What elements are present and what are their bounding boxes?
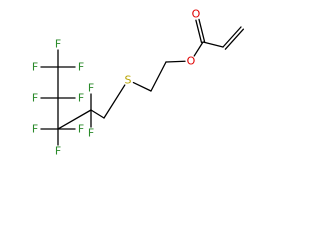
fluorine-label-c3-bottom: F bbox=[55, 145, 61, 158]
carbonyl-oxygen-label: O bbox=[192, 8, 201, 21]
bond-c8-o bbox=[165, 60, 186, 63]
bond-lines bbox=[40, 18, 245, 146]
bond-c4-c5 bbox=[90, 109, 105, 119]
fluorine-label-c3-right: F bbox=[78, 123, 84, 136]
bond-c10-c11 bbox=[202, 41, 224, 48]
bond-s-c7 bbox=[132, 81, 152, 92]
fluorine-label-c2-left: F bbox=[32, 92, 38, 105]
bond-c3-c4 bbox=[57, 109, 92, 130]
fluorine-label-c2-right: F bbox=[78, 92, 84, 105]
ester-oxygen-label: O bbox=[187, 55, 196, 68]
bond-c7-c8 bbox=[150, 61, 167, 92]
bond-c10-o-carbonyl-b bbox=[198, 18, 206, 43]
fluorine-label-c1-top: F bbox=[55, 38, 61, 51]
bond-c5-s bbox=[103, 84, 126, 119]
fluorine-label-c4-top: F bbox=[88, 82, 94, 95]
bond-c11-c12-a bbox=[222, 26, 242, 48]
fluorine-label-c3-left: F bbox=[32, 123, 38, 136]
bond-c11-c12-b bbox=[224, 28, 245, 50]
fluorine-label-c4-bottom: F bbox=[88, 127, 94, 140]
bond-c10-o-carbonyl-a bbox=[195, 19, 203, 44]
bond-o-c10 bbox=[193, 41, 204, 57]
sulfur-label: S bbox=[125, 74, 132, 87]
fluorine-label-c1-right: F bbox=[78, 61, 84, 74]
fluorine-label-c1-left: F bbox=[32, 61, 38, 74]
